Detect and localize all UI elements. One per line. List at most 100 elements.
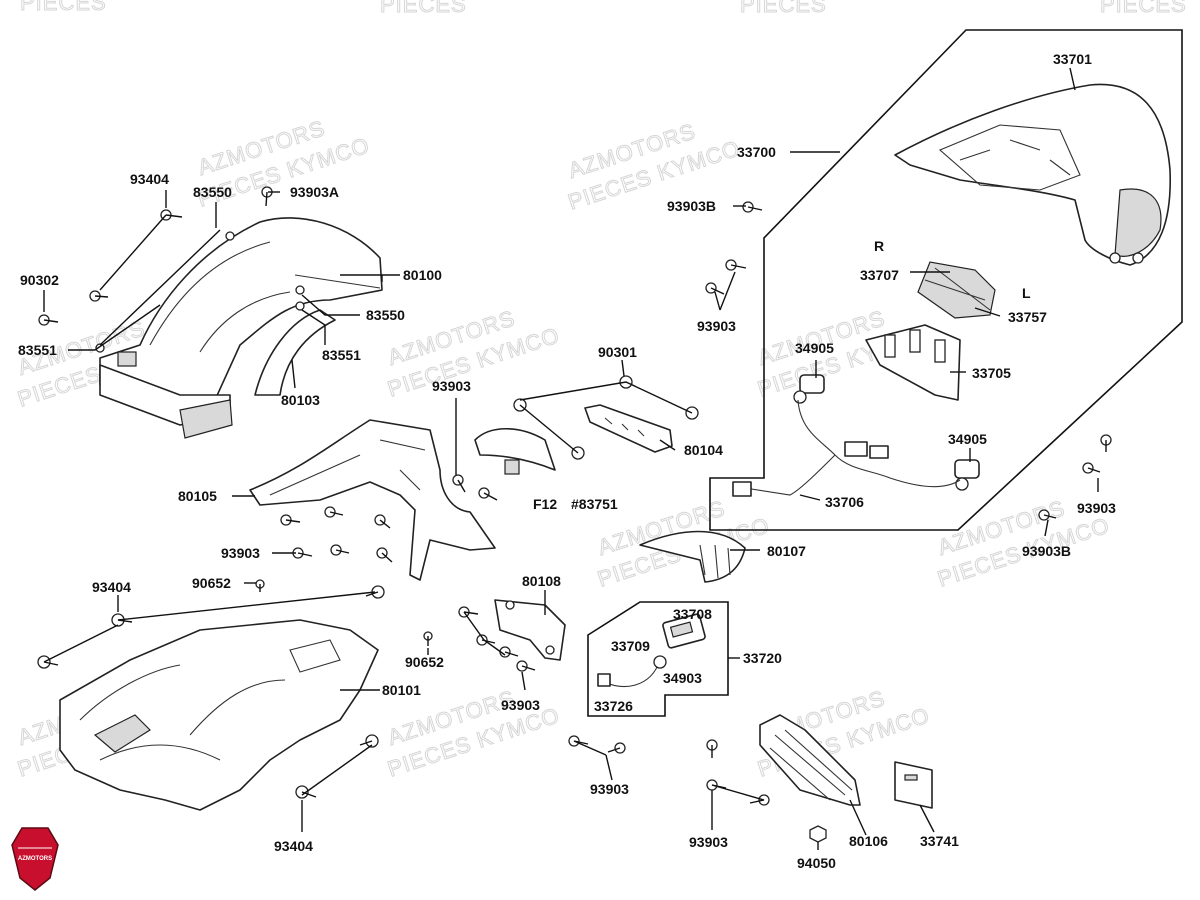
screw-93903A	[261, 186, 273, 207]
label-80103: 80103	[281, 392, 320, 408]
label-33700: 33700	[737, 144, 776, 160]
mudguard[interactable]	[254, 309, 336, 396]
label-93903B: 93903B	[667, 198, 716, 214]
nut-83550-a	[225, 231, 235, 241]
label-83751: #83751	[571, 496, 618, 512]
side-cover[interactable]	[249, 419, 496, 581]
label-80106: 80106	[849, 833, 888, 849]
label-80108: 80108	[522, 573, 561, 589]
part-labels: 33701 33700 93903B R L 33707 33757 93903…	[18, 51, 1116, 871]
label-83550: 83550	[193, 184, 232, 200]
bracket[interactable]	[584, 404, 673, 453]
reflector-plate[interactable]	[894, 761, 933, 809]
screw-93903-b	[705, 282, 725, 295]
watermark-top-4: PIECES	[1100, 0, 1187, 17]
bolt-90302	[89, 290, 109, 302]
wiring-harness[interactable]	[732, 399, 961, 497]
bolt-93903B-top	[742, 201, 763, 213]
nut-83550-b	[295, 285, 305, 295]
watermark-top-1: PIECES	[20, 0, 107, 15]
label-F12: F12	[533, 496, 557, 512]
light-cover[interactable]	[639, 530, 746, 583]
label-93903: 93903	[221, 545, 260, 561]
label-83551: 83551	[18, 342, 57, 358]
bolt-93404-bottom	[359, 734, 379, 748]
label-33707: 33707	[860, 267, 899, 283]
screw-93903-l	[476, 634, 496, 646]
bulb-socket-right[interactable]	[954, 459, 980, 491]
license-light[interactable]	[597, 613, 706, 688]
screw-93903-c	[452, 474, 466, 493]
tail-light-unit[interactable]	[865, 324, 961, 401]
bolt-93404-left	[37, 655, 59, 669]
leader-lines	[43, 67, 1099, 850]
label-93903: 93903	[590, 781, 629, 797]
screw-93903-p	[607, 742, 626, 754]
screw-93903-t	[1100, 434, 1112, 452]
label-33720: 33720	[743, 650, 782, 666]
screw-93903-e	[280, 514, 301, 526]
logo-text: AZMOTORS	[18, 856, 52, 862]
label-33709: 33709	[611, 638, 650, 654]
label-93903: 93903	[697, 318, 736, 334]
pin-90652-b	[423, 631, 433, 646]
label-L: L	[1022, 285, 1031, 301]
tail-light-housing[interactable]	[894, 83, 1171, 266]
nut[interactable]	[809, 825, 827, 843]
license-plate-holder[interactable]	[759, 714, 861, 806]
label-93903: 93903	[501, 697, 540, 713]
label-83551: 83551	[322, 347, 361, 363]
bulb-socket-left[interactable]	[793, 374, 825, 404]
screw-93903-u	[1082, 462, 1101, 474]
license-light-frame	[587, 601, 729, 717]
screw-93903-o	[568, 735, 589, 747]
label-80105: 80105	[178, 488, 217, 504]
label-34903: 34903	[663, 670, 702, 686]
bolt-90302-b	[38, 314, 59, 326]
label-90301: 90301	[598, 344, 637, 360]
rear-fender[interactable]	[99, 217, 383, 439]
label-90302: 90302	[20, 272, 59, 288]
under-cover[interactable]	[59, 619, 379, 811]
label-33708: 33708	[673, 606, 712, 622]
label-80101: 80101	[382, 682, 421, 698]
azmotors-logo: AZMOTORS	[11, 827, 59, 891]
clip[interactable]	[474, 428, 556, 475]
mount-plate[interactable]	[494, 599, 566, 661]
label-80107: 80107	[767, 543, 806, 559]
pin-90652-a	[255, 579, 265, 592]
label-83550: 83550	[366, 307, 405, 323]
watermark-top-3: PIECES	[740, 0, 827, 17]
label-93903B: 93903B	[1022, 543, 1071, 559]
tail-light-lens[interactable]	[917, 261, 996, 319]
label-90652: 90652	[405, 654, 444, 670]
screw-93903-a	[725, 259, 747, 271]
label-93404: 93404	[274, 838, 313, 854]
screw-93903-n	[516, 660, 536, 672]
screw-93903-k	[458, 606, 479, 618]
label-33726: 33726	[594, 698, 633, 714]
screw-93903-d	[478, 487, 498, 501]
label-93903: 93903	[1077, 500, 1116, 516]
label-33705: 33705	[972, 365, 1011, 381]
screw-93903-i	[330, 544, 350, 556]
label-90652: 90652	[192, 575, 231, 591]
watermark-top-2: PIECES	[380, 0, 467, 17]
screw-93903-j	[376, 547, 393, 563]
screw-93903B-r	[1038, 509, 1057, 521]
label-93903: 93903	[689, 834, 728, 850]
label-33741: 33741	[920, 833, 959, 849]
label-33701: 33701	[1053, 51, 1092, 67]
label-80104: 80104	[684, 442, 723, 458]
label-80100: 80100	[403, 267, 442, 283]
label-94050: 94050	[797, 855, 836, 871]
label-33757: 33757	[1008, 309, 1047, 325]
label-33706: 33706	[825, 494, 864, 510]
label-R: R	[874, 238, 884, 254]
nut-83551-b	[295, 301, 305, 311]
label-93404: 93404	[130, 171, 169, 187]
label-93903A: 93903A	[290, 184, 339, 200]
bolt-93404-bottom-b	[295, 785, 317, 799]
fasteners[interactable]	[37, 186, 1112, 806]
